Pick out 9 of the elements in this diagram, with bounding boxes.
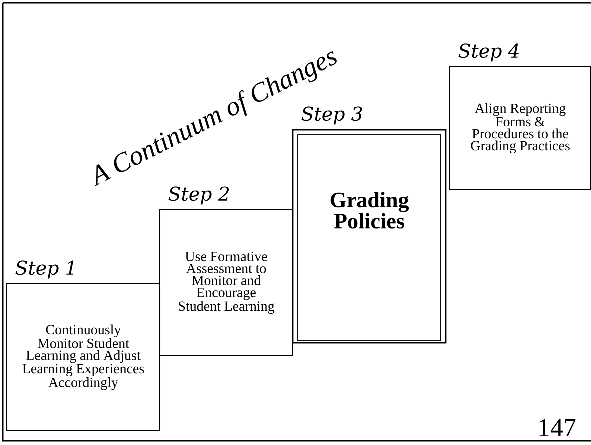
step-box: Use Formative Assessment to Monitor and Encourage Student Learning: [160, 210, 294, 356]
step-heading: Step 4: [458, 44, 519, 62]
step-heading: Step 1: [16, 260, 74, 279]
step-heading: Step 2: [168, 186, 230, 205]
page-number: 147: [540, 419, 576, 436]
step-box: Continuously Monitor Student Learning and Adjust Learning Experiences Accordingly: [6, 284, 160, 432]
step-box: Grading Policies: [292, 129, 447, 344]
step-box: Align Reporting Forms & Procedures to the Grading Practices: [450, 66, 591, 190]
step-heading: Step 3: [302, 106, 362, 125]
